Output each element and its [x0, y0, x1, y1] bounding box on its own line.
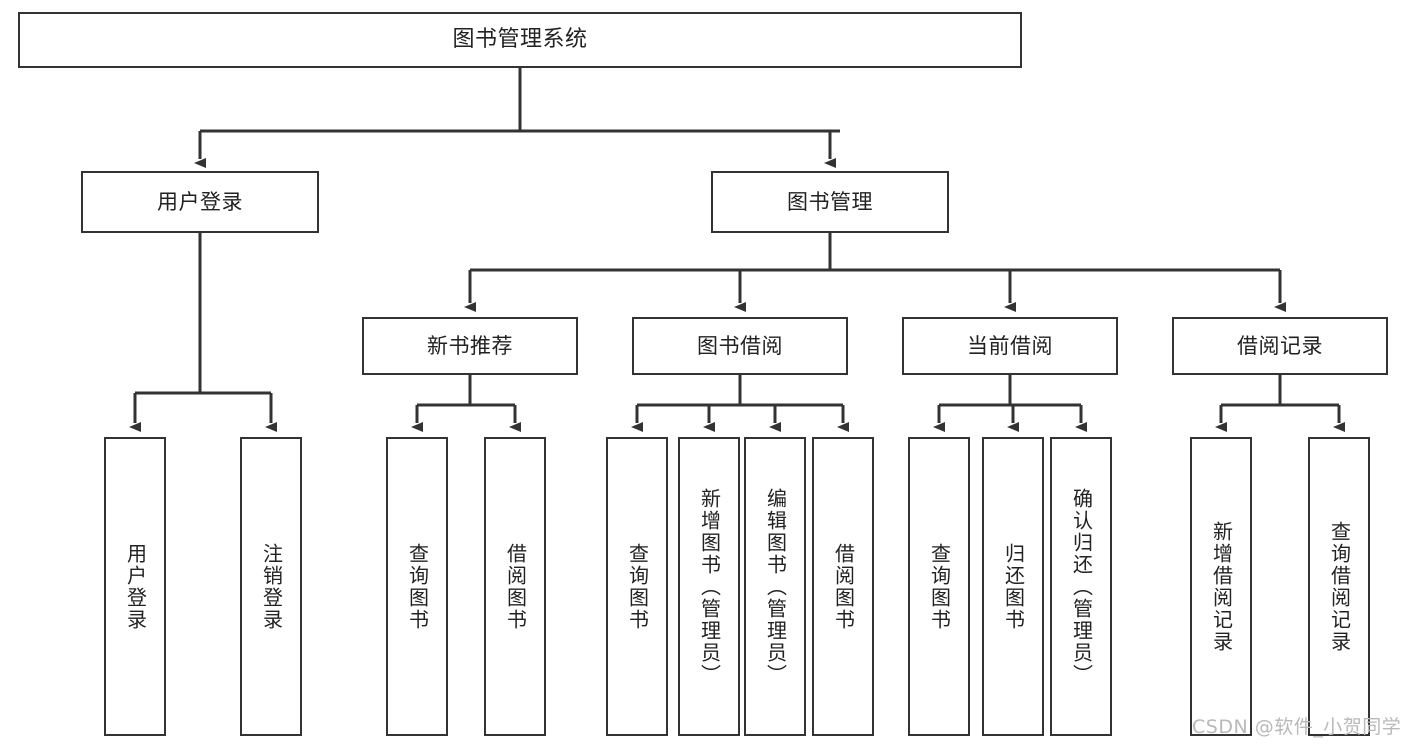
node-leaf-query-book-1[interactable]: 查询图书: [386, 437, 448, 736]
node-leaf-add-book-label: 新增图书（管理员）: [697, 487, 722, 686]
node-leaf-borrow-book-2-label: 借阅图书: [831, 542, 856, 631]
node-root-label: 图书管理系统: [452, 27, 588, 53]
node-leaf-edit-book[interactable]: 编辑图书（管理员）: [744, 437, 806, 736]
node-root[interactable]: 图书管理系统: [18, 12, 1022, 68]
node-new-book-recommend-label: 新书推荐: [427, 333, 513, 358]
node-user-login-label: 用户登录: [157, 189, 243, 214]
node-leaf-return-book[interactable]: 归还图书: [982, 437, 1044, 736]
node-leaf-borrow-book-2[interactable]: 借阅图书: [812, 437, 874, 736]
node-leaf-query-record-label: 查询借阅记录: [1327, 520, 1352, 653]
node-current-borrow[interactable]: 当前借阅: [902, 317, 1118, 375]
node-book-manage-label: 图书管理: [787, 189, 873, 214]
node-book-manage[interactable]: 图书管理: [711, 171, 949, 233]
node-book-borrow[interactable]: 图书借阅: [632, 317, 848, 375]
node-leaf-query-book-3[interactable]: 查询图书: [908, 437, 970, 736]
csdn-watermark: CSDN @软件_小贺同学: [1192, 716, 1402, 738]
node-leaf-borrow-book-1-label: 借阅图书: [503, 542, 528, 631]
node-leaf-query-book-2[interactable]: 查询图书: [606, 437, 668, 736]
node-borrow-record-label: 借阅记录: [1237, 333, 1323, 358]
node-leaf-add-book[interactable]: 新增图书（管理员）: [678, 437, 740, 736]
node-leaf-user-login[interactable]: 用户登录: [104, 437, 166, 736]
node-leaf-logout[interactable]: 注销登录: [240, 437, 302, 736]
node-borrow-record[interactable]: 借阅记录: [1172, 317, 1388, 375]
node-leaf-query-book-2-label: 查询图书: [625, 542, 650, 631]
node-leaf-logout-label: 注销登录: [259, 542, 284, 631]
node-leaf-query-book-3-label: 查询图书: [927, 542, 952, 631]
node-leaf-add-record-label: 新增借阅记录: [1209, 520, 1234, 653]
node-leaf-return-book-label: 归还图书: [1001, 542, 1026, 631]
node-leaf-query-record[interactable]: 查询借阅记录: [1308, 437, 1370, 736]
node-leaf-user-login-label: 用户登录: [123, 542, 148, 631]
node-current-borrow-label: 当前借阅: [967, 333, 1053, 358]
node-leaf-query-book-1-label: 查询图书: [405, 542, 430, 631]
node-leaf-borrow-book-1[interactable]: 借阅图书: [484, 437, 546, 736]
node-user-login[interactable]: 用户登录: [81, 171, 319, 233]
node-leaf-confirm-return[interactable]: 确认归还（管理员）: [1050, 437, 1112, 736]
node-leaf-add-record[interactable]: 新增借阅记录: [1190, 437, 1252, 736]
node-leaf-edit-book-label: 编辑图书（管理员）: [763, 487, 788, 686]
node-book-borrow-label: 图书借阅: [697, 333, 783, 358]
node-new-book-recommend[interactable]: 新书推荐: [362, 317, 578, 375]
node-leaf-confirm-return-label: 确认归还（管理员）: [1069, 487, 1094, 686]
